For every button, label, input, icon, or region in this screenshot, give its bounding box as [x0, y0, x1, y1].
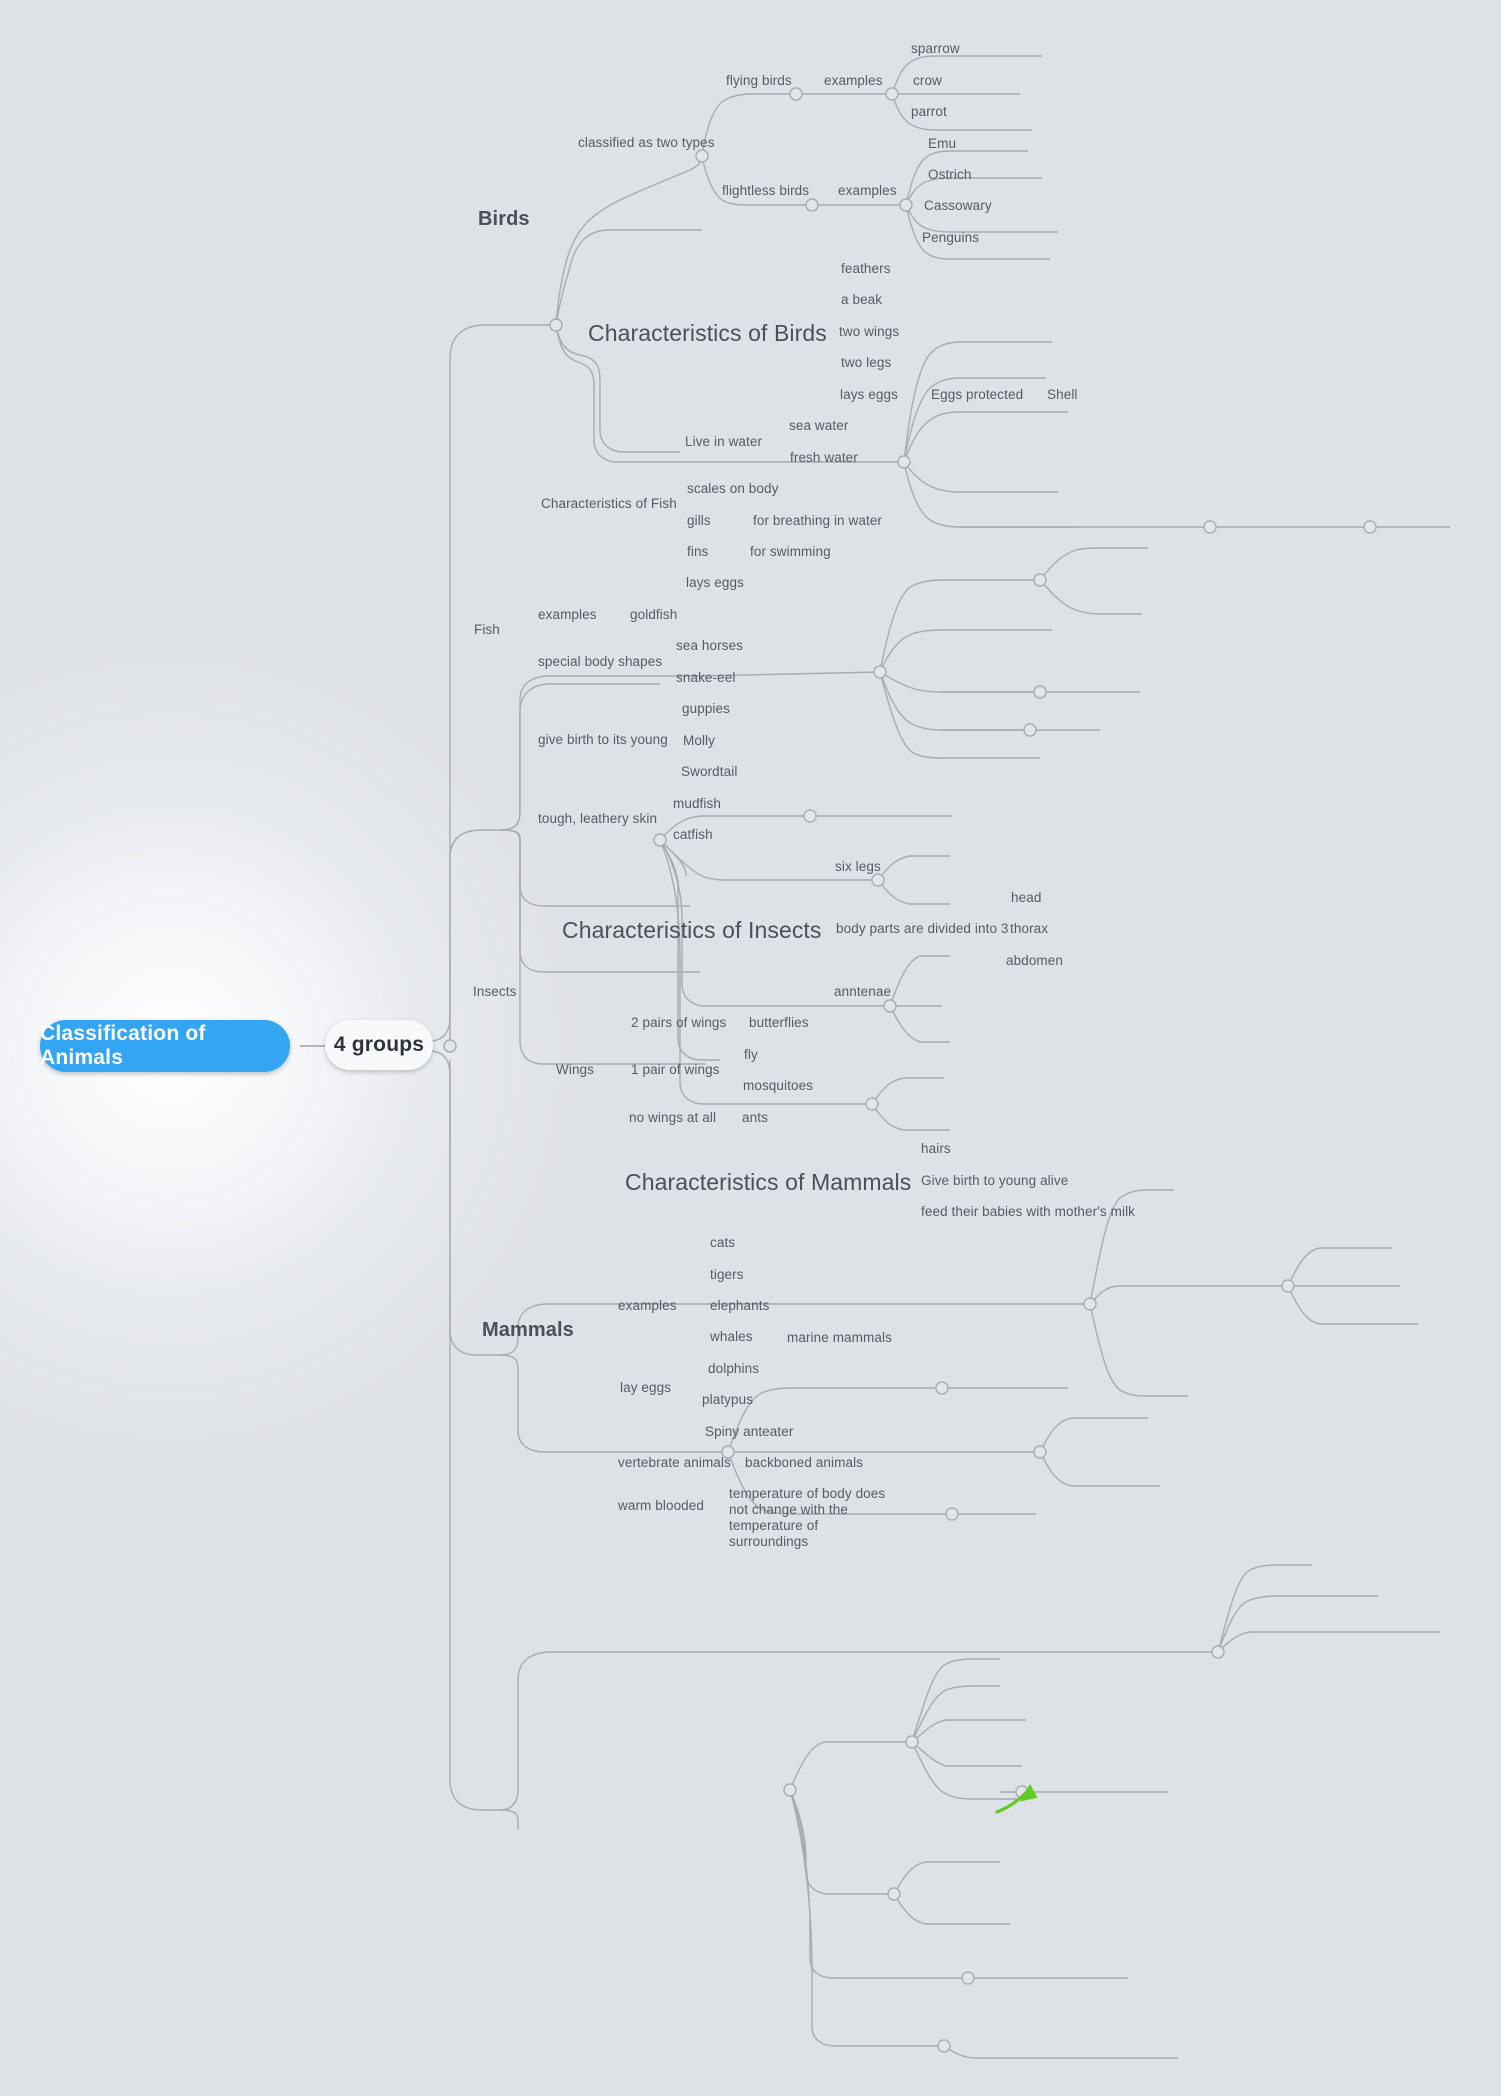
- leaf-snake-eel[interactable]: snake-eel: [676, 670, 736, 685]
- node-special-body-shapes[interactable]: special body shapes: [538, 654, 663, 669]
- leaf-backboned-animals[interactable]: backboned animals: [745, 1455, 864, 1470]
- node-flightless-examples-label[interactable]: examples: [838, 183, 897, 198]
- leaf-fresh-water[interactable]: fresh water: [790, 450, 858, 465]
- node-fish[interactable]: Fish: [474, 622, 500, 637]
- node-vertebrate-animals[interactable]: vertebrate animals: [618, 1455, 731, 1470]
- leaf-warm-blooded-detail[interactable]: temperature of body does not change with…: [729, 1486, 886, 1549]
- leaf-scales-on-body[interactable]: scales on body: [687, 481, 779, 496]
- node-flightless-birds[interactable]: flightless birds: [722, 183, 810, 198]
- leaf-tigers[interactable]: tigers: [710, 1267, 744, 1282]
- node-fins[interactable]: fins: [687, 544, 709, 559]
- leaf-fins-detail[interactable]: for swimming: [750, 544, 831, 559]
- leaf-sea-water[interactable]: sea water: [789, 418, 849, 433]
- group-count-node[interactable]: 4 groups: [325, 1020, 433, 1070]
- node-wings[interactable]: Wings: [556, 1062, 595, 1077]
- node-warm-blooded[interactable]: warm blooded: [618, 1498, 704, 1513]
- leaf-elephants[interactable]: elephants: [710, 1298, 770, 1313]
- node-gills[interactable]: gills: [687, 513, 711, 528]
- node-mammals[interactable]: Mammals: [482, 1319, 574, 1341]
- node-characteristics-of-mammals[interactable]: Characteristics of Mammals: [625, 1169, 912, 1195]
- leaf-platypus[interactable]: platypus: [702, 1392, 754, 1407]
- leaf-spiny-anteater[interactable]: Spiny anteater: [705, 1424, 794, 1439]
- node-body-parts[interactable]: body parts are divided into 3: [836, 921, 1009, 936]
- leaf-gills-detail[interactable]: for breathing in water: [753, 513, 883, 528]
- leaf-lays-eggs-fish[interactable]: lays eggs: [686, 575, 744, 590]
- leaf-feathers[interactable]: feathers: [841, 261, 891, 276]
- node-birds[interactable]: Birds: [478, 208, 530, 230]
- leaf-butterflies[interactable]: butterflies: [749, 1015, 809, 1030]
- leaf-sea-horses[interactable]: sea horses: [676, 638, 744, 653]
- leaf-whales[interactable]: whales: [710, 1329, 753, 1344]
- leaf-two-legs[interactable]: two legs: [841, 355, 892, 370]
- leaf-head[interactable]: head: [1011, 890, 1042, 905]
- leaf-shell[interactable]: Shell: [1047, 387, 1078, 402]
- leaf-two-wings[interactable]: two wings: [839, 324, 900, 339]
- leaf-swordtail[interactable]: Swordtail: [681, 764, 738, 779]
- leaf-fly[interactable]: fly: [744, 1047, 758, 1062]
- node-characteristics-of-fish[interactable]: Characteristics of Fish: [541, 496, 677, 511]
- node-no-wings[interactable]: no wings at all: [629, 1110, 717, 1125]
- leaf-dolphins[interactable]: dolphins: [708, 1361, 760, 1376]
- leaf-guppies[interactable]: guppies: [682, 701, 730, 716]
- node-eggs-protected[interactable]: Eggs protected: [931, 387, 1024, 402]
- node-live-in-water[interactable]: Live in water: [685, 434, 763, 449]
- leaf-a-beak[interactable]: a beak: [841, 292, 883, 307]
- leaf-mothers-milk[interactable]: feed their babies with mother's milk: [921, 1204, 1136, 1219]
- node-birds-classified[interactable]: classified as two types: [578, 135, 715, 150]
- leaf-antennae[interactable]: anntenae: [834, 984, 892, 999]
- leaf-ostrich[interactable]: Ostrich: [928, 167, 972, 182]
- leaf-hairs[interactable]: hairs: [921, 1141, 951, 1156]
- node-mammal-examples-label[interactable]: examples: [618, 1298, 677, 1313]
- leaf-ants[interactable]: ants: [742, 1110, 768, 1125]
- leaf-mosquitoes[interactable]: mosquitoes: [743, 1078, 814, 1093]
- node-flying-birds[interactable]: flying birds: [726, 73, 792, 88]
- leaf-six-legs[interactable]: six legs: [835, 859, 881, 874]
- leaf-sparrow[interactable]: sparrow: [911, 41, 960, 56]
- leaf-catfish[interactable]: catfish: [673, 827, 713, 842]
- leaf-crow[interactable]: crow: [913, 73, 942, 88]
- node-flying-examples-label[interactable]: examples: [824, 73, 883, 88]
- leaf-cassowary[interactable]: Cassowary: [924, 198, 992, 213]
- leaf-thorax[interactable]: thorax: [1010, 921, 1049, 936]
- leaf-goldfish[interactable]: goldfish: [630, 607, 678, 622]
- leaf-mudfish[interactable]: mudfish: [673, 796, 721, 811]
- node-characteristics-of-insects[interactable]: Characteristics of Insects: [562, 917, 822, 943]
- node-1-pair-of-wings[interactable]: 1 pair of wings: [631, 1062, 720, 1077]
- leaf-give-birth-alive[interactable]: Give birth to young alive: [921, 1173, 1069, 1188]
- node-fish-examples-label[interactable]: examples: [538, 607, 597, 622]
- node-lay-eggs-mammals[interactable]: lay eggs: [620, 1380, 672, 1395]
- node-leathery-skin[interactable]: tough, leathery skin: [538, 811, 658, 826]
- node-insects[interactable]: Insects: [473, 984, 517, 999]
- node-characteristics-of-birds[interactable]: Characteristics of Birds: [588, 320, 827, 346]
- node-give-birth-fish[interactable]: give birth to its young: [538, 732, 668, 747]
- node-marine-mammals[interactable]: marine mammals: [787, 1330, 892, 1345]
- leaf-abdomen[interactable]: abdomen: [1006, 953, 1063, 968]
- leaf-emu[interactable]: Emu: [928, 136, 957, 151]
- leaf-penguins[interactable]: Penguins: [922, 230, 980, 245]
- leaf-lays-eggs-birds[interactable]: lays eggs: [840, 387, 898, 402]
- leaf-molly[interactable]: Molly: [683, 733, 716, 748]
- leaf-parrot[interactable]: parrot: [911, 104, 947, 119]
- node-2-pairs-of-wings[interactable]: 2 pairs of wings: [631, 1015, 727, 1030]
- leaf-cats[interactable]: cats: [710, 1235, 736, 1250]
- root-node[interactable]: Classification of Animals: [40, 1020, 290, 1072]
- relationship-arrow: [995, 1783, 1038, 1814]
